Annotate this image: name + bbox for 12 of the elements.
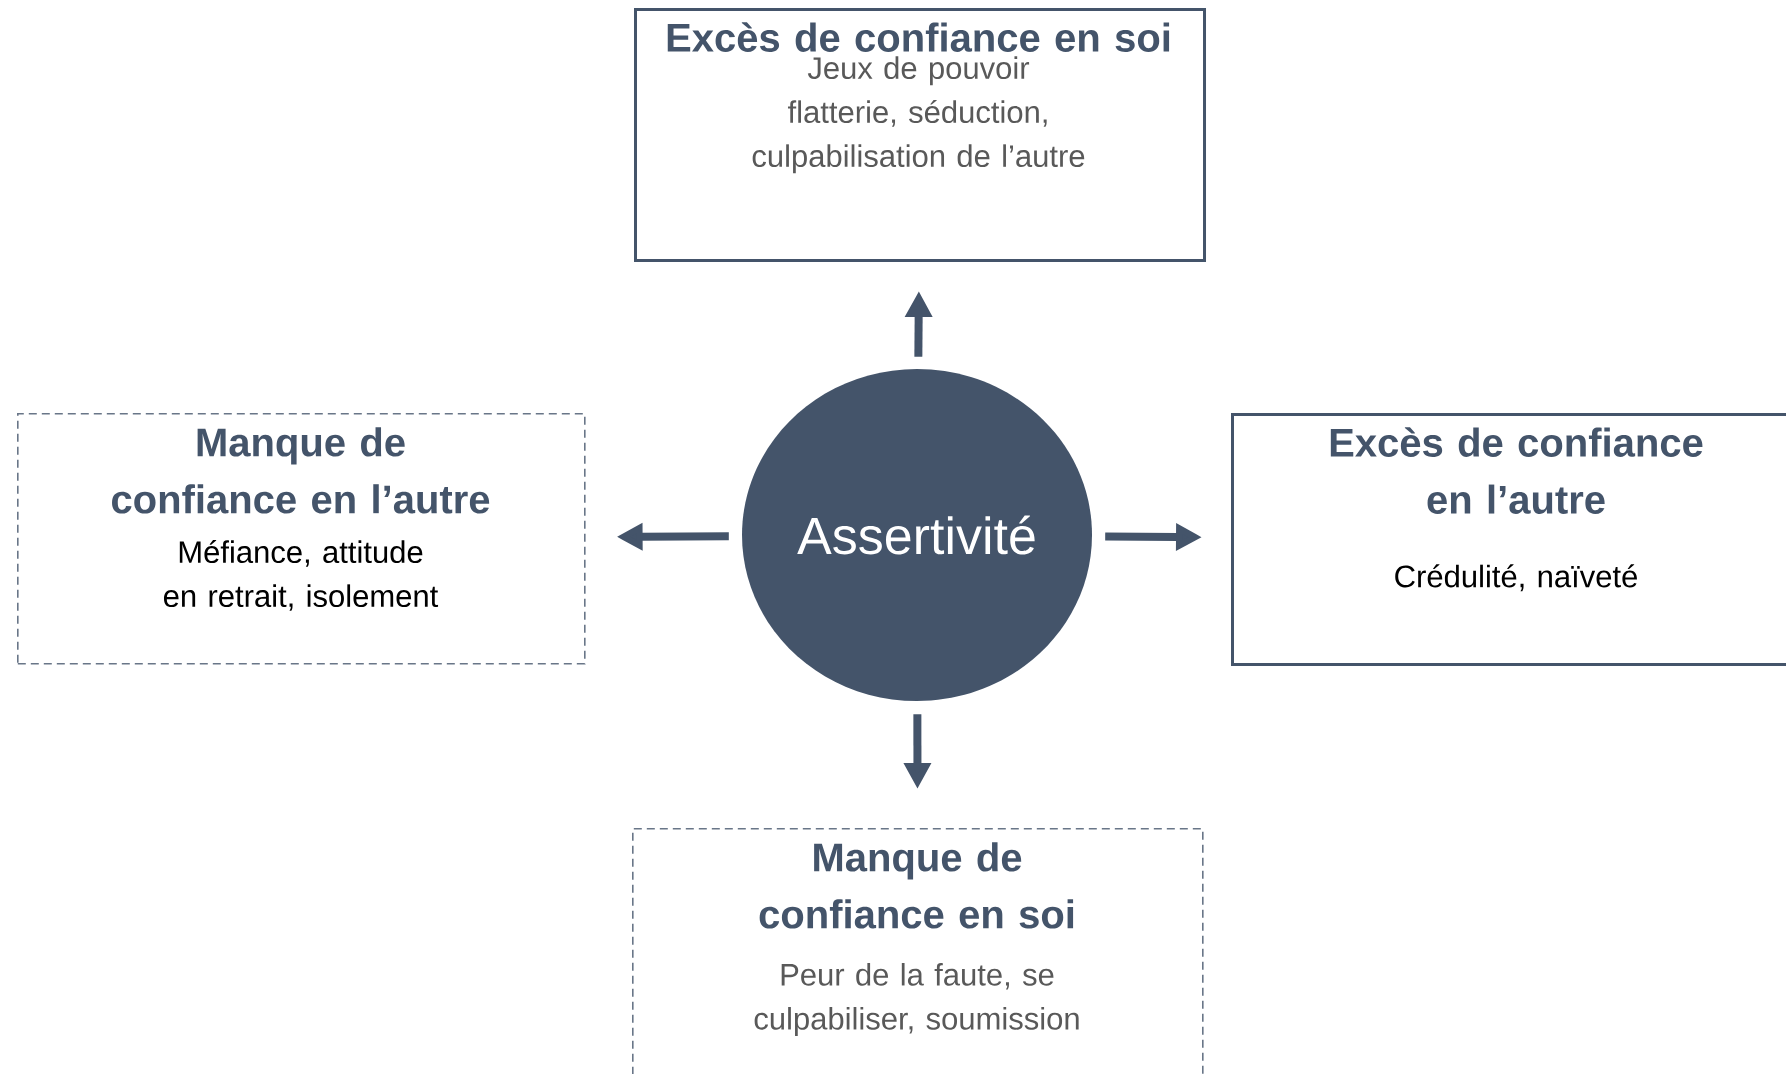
box-title: Excès de confiance en soi	[667, 22, 1170, 52]
box-title: Excès de confiance en l’autre	[1330, 427, 1703, 514]
box-title: Manque de confiance en l’autre	[112, 427, 490, 514]
box-title: Manque de confiance en soi	[759, 842, 1074, 929]
box-text: Jeux de pouvoir flatterie, séduction, culpabilisation de l’autre	[752, 56, 1085, 174]
box-text: Méfiance, attitude en retrait, isolement	[164, 539, 439, 611]
text-box	[634, 8, 1206, 262]
text-box	[632, 828, 1204, 1074]
text-box	[1231, 413, 1786, 666]
text-box	[17, 413, 586, 665]
box-text: Crédulité, naïveté	[1395, 564, 1637, 592]
box-text: Peur de la faute, se culpabiliser, soumission	[754, 963, 1079, 1036]
